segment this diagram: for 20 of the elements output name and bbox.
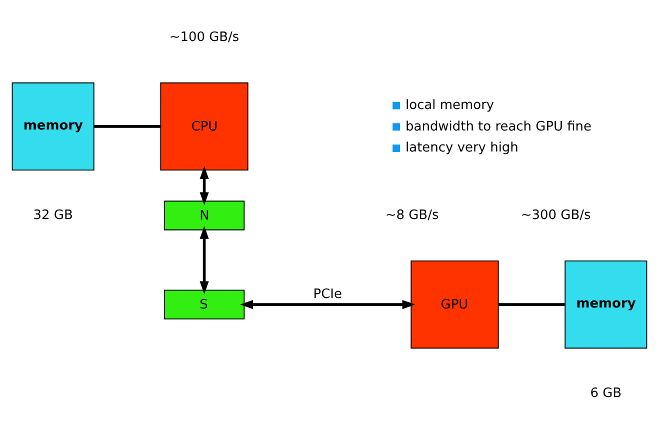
node-box: memory — [564, 260, 648, 348]
node-box: memory — [12, 82, 94, 170]
node-box: S — [164, 289, 245, 319]
connector — [498, 302, 565, 306]
label: ~300 GB/s — [520, 207, 591, 222]
label: ~8 GB/s — [385, 207, 439, 222]
arrow — [200, 225, 209, 294]
edge-label: PCIe — [313, 286, 342, 302]
node-box: N — [164, 200, 245, 230]
node-box: CPU — [160, 82, 248, 170]
label: local memory — [406, 98, 494, 113]
connector — [94, 124, 160, 128]
node-label: 32 GB — [33, 207, 73, 222]
arrow — [200, 166, 209, 205]
label: latency very high — [406, 140, 518, 156]
label: ~100 GB/s — [169, 29, 240, 44]
node-box: GPU — [410, 260, 499, 348]
node-label: 6 GB — [590, 386, 622, 401]
label: bandwidth to reach GPU fine — [406, 118, 592, 134]
arrow — [240, 299, 416, 309]
